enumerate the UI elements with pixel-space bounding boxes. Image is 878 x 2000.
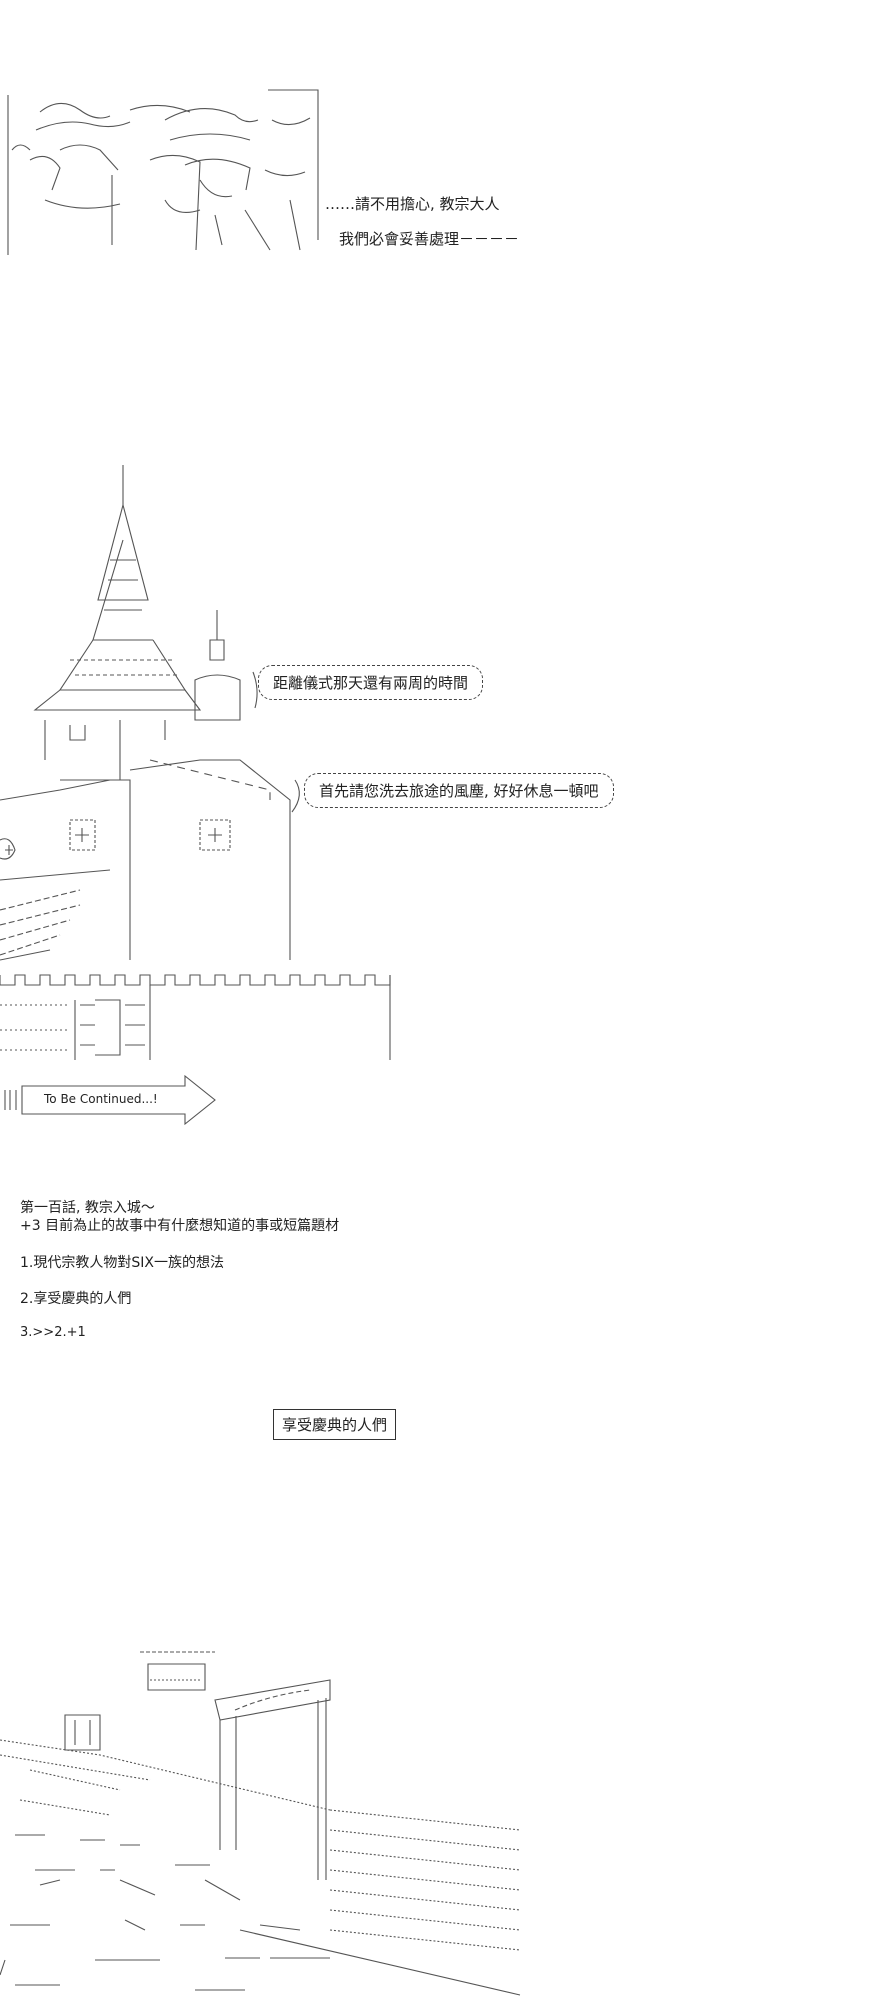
chapter-option-2: 2.享受慶典的人們 — [20, 1291, 132, 1307]
bubble1-pointer — [252, 671, 258, 709]
speech-bubble-1: 距離儀式那天還有兩周的時間 — [258, 665, 484, 700]
bubble2-pointer — [291, 779, 300, 813]
street-art — [0, 1651, 521, 1996]
result-box: 享受慶典的人們 — [273, 1409, 397, 1440]
to-be-continued-label: To Be Continued...! — [44, 1092, 158, 1106]
chapter-option-1: 1.現代宗教人物對SIX一族的想法 — [20, 1255, 224, 1271]
chapter-prompt: +3 目前為止的故事中有什麼想知道的事或短篇題材 — [20, 1218, 340, 1234]
cathedral-art — [0, 465, 391, 1060]
chapter-title: 第一百話, 教宗入城～ — [20, 1200, 155, 1216]
dialog-line-2: 我們必會妥善處理－－－－ — [339, 230, 520, 248]
to-be-continued-arrow — [21, 1074, 216, 1126]
chapter-option-3: 3.>>2.+1 — [20, 1325, 86, 1340]
characters-art — [7, 89, 319, 255]
speech-bubble-2: 首先請您洗去旅途的風塵, 好好休息一頓吧 — [304, 773, 614, 808]
dialog-line-1: ……請不用擔心, 教宗大人 — [325, 195, 500, 213]
